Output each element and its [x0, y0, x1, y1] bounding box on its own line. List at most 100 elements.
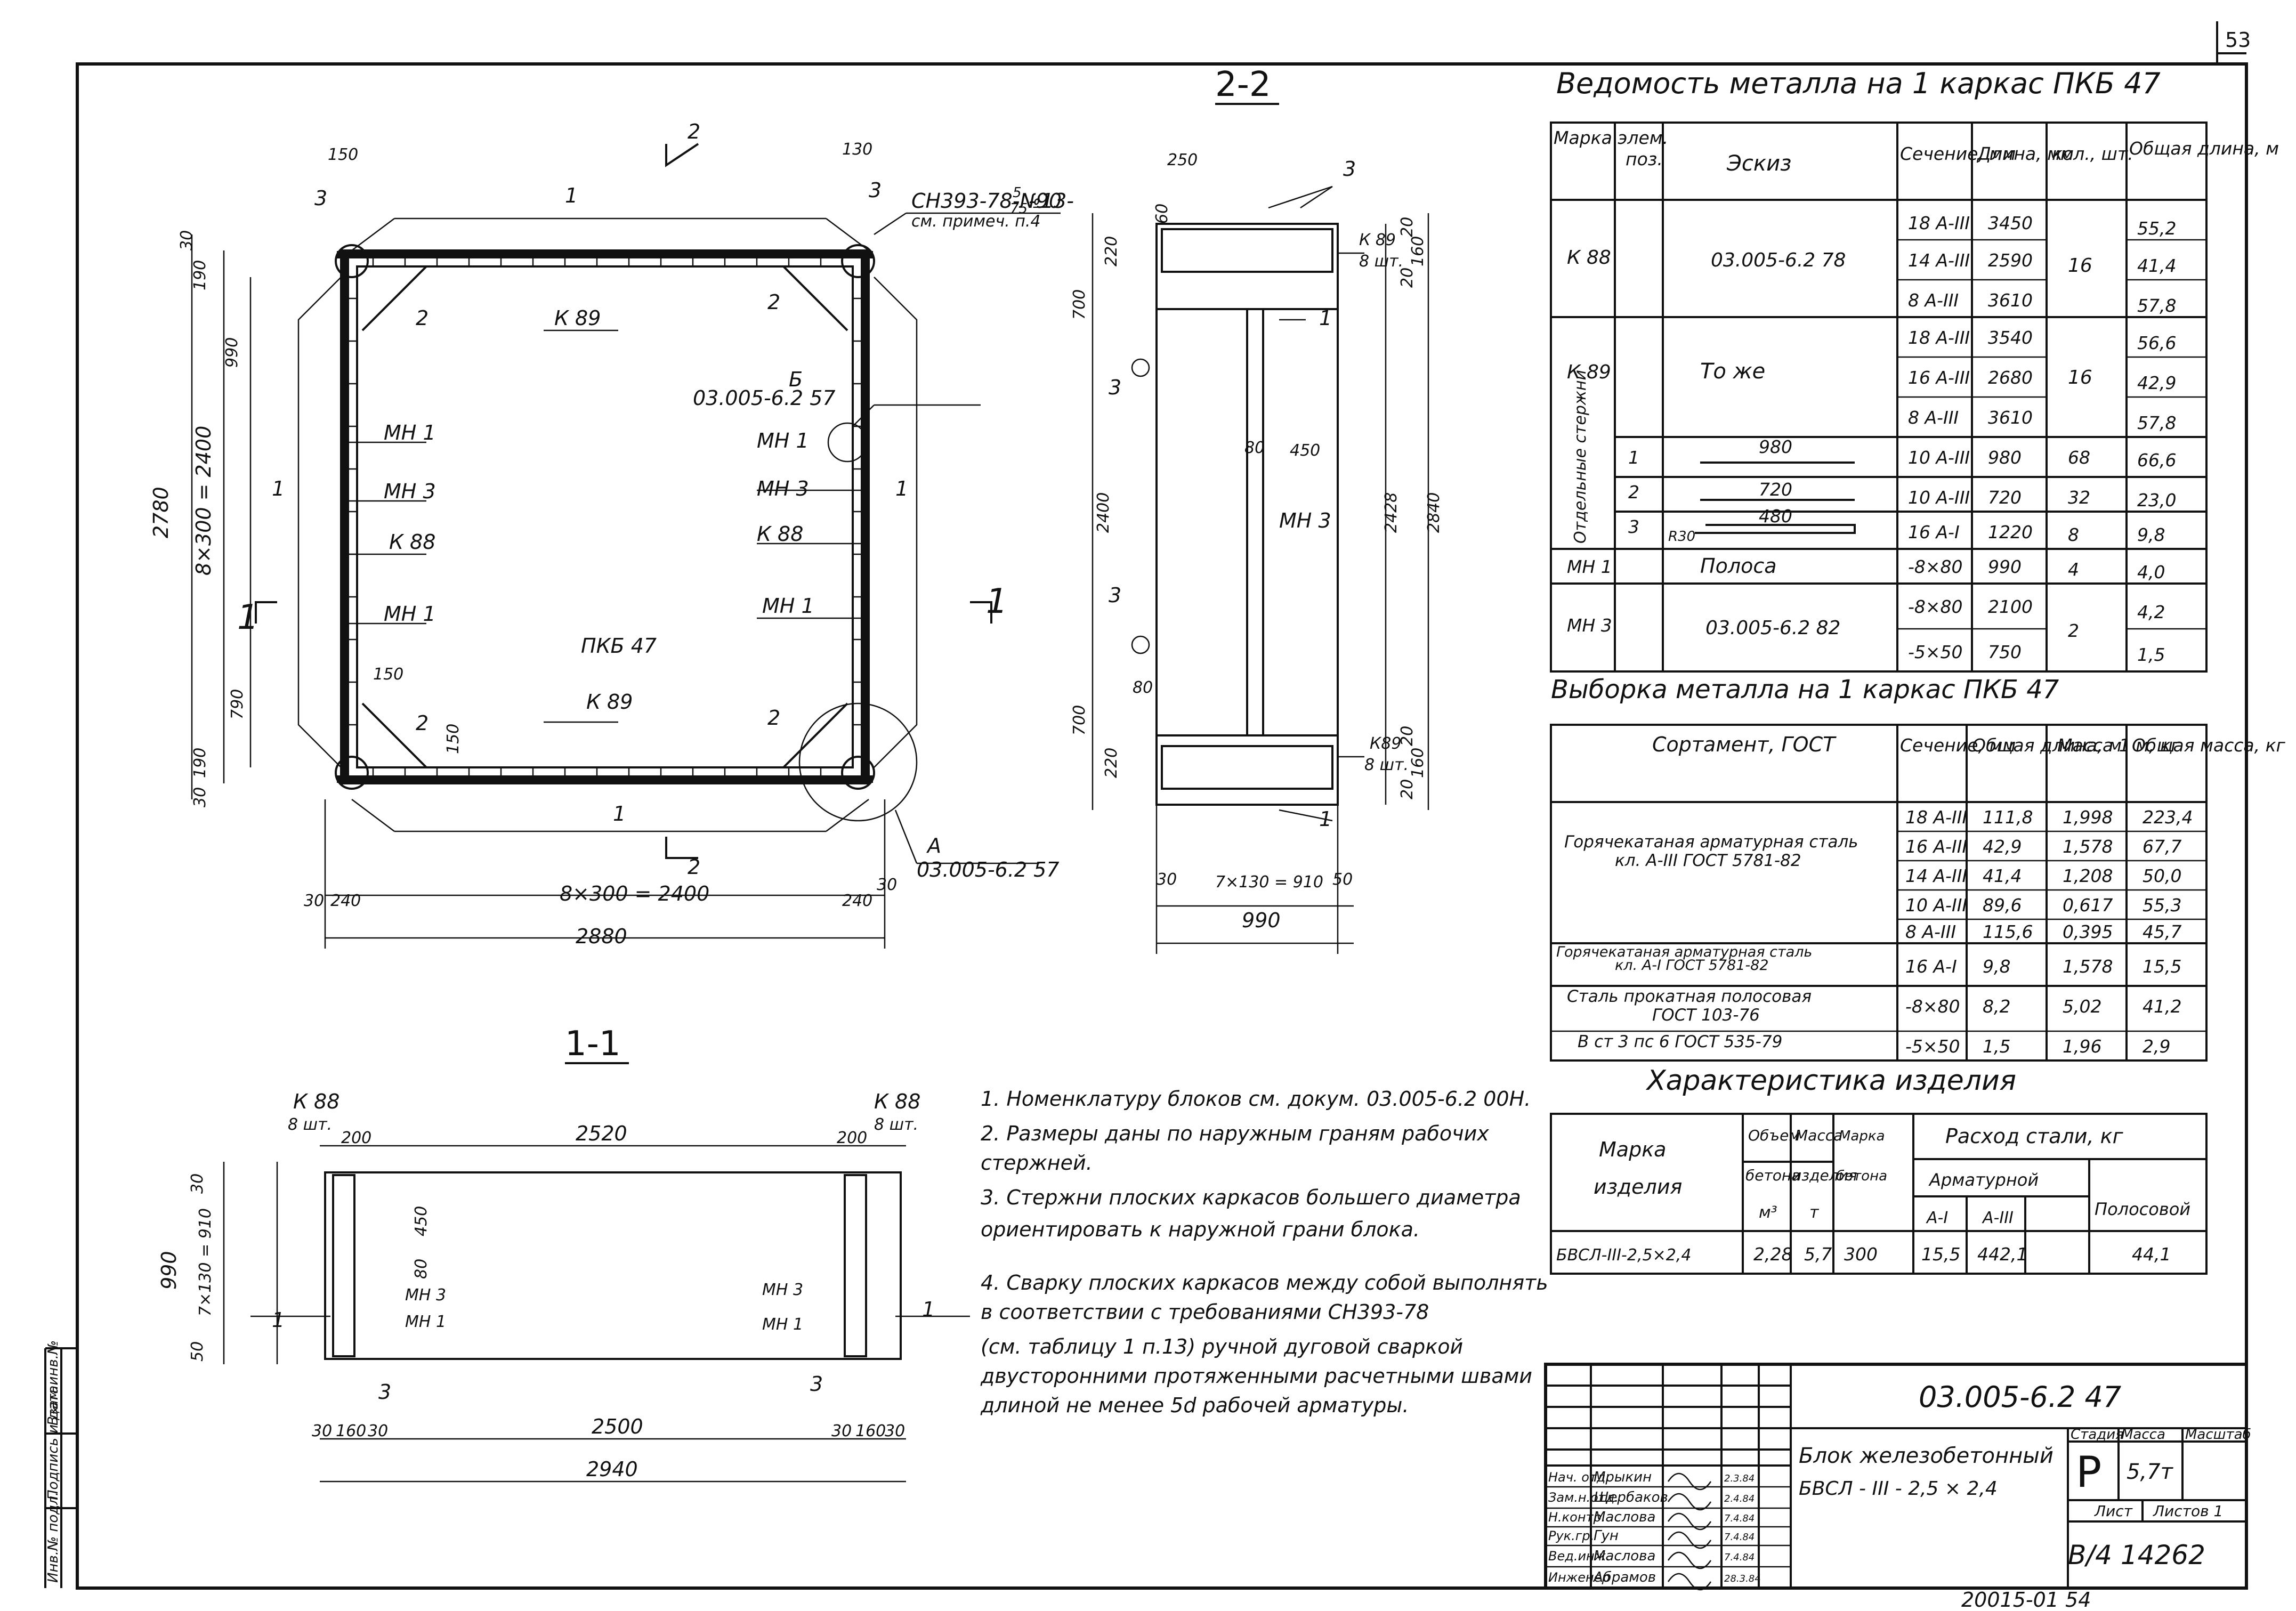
svg-text:Подпись и дата: Подпись и дата [45, 1386, 61, 1500]
svg-text:2: 2 [1628, 482, 1639, 503]
svg-text:60: 60 [1153, 204, 1171, 224]
svg-text:3: 3 [810, 1372, 823, 1396]
detail-b-letter: Б [789, 368, 803, 391]
svg-text:75: 75 [1010, 201, 1028, 217]
svg-text:поз.: поз. [1626, 149, 1663, 169]
svg-text:1: 1 [922, 1298, 935, 1321]
svg-text:1: 1 [1628, 447, 1639, 468]
svg-text:8×300 = 2400: 8×300 = 2400 [192, 426, 215, 576]
svg-text:Масса 1 м, кг: Масса 1 м, кг [2057, 735, 2180, 756]
harakteristika-table: Характеристика изделия Марка изделия Объ… [1550, 1065, 2208, 1275]
svg-text:Марка: Марка [1599, 1138, 1666, 1161]
svg-text:10 А-III: 10 А-III [1908, 447, 1970, 468]
vedomost-title: Ведомость металла на 1 каркас ПКБ 47 [1556, 67, 2161, 100]
svg-text:К 88: К 88 [874, 1090, 920, 1113]
svg-text:МН 1: МН 1 [384, 602, 436, 626]
svg-text:720: 720 [1759, 479, 1792, 500]
svg-text:То же: То же [1700, 359, 1765, 384]
svg-text:57,8: 57,8 [2137, 295, 2176, 316]
svg-text:2: 2 [416, 711, 429, 735]
svg-text:Вед.инж.: Вед.инж. [1548, 1549, 1610, 1564]
svg-text:Сталь прокатная полосовая: Сталь прокатная полосовая [1567, 987, 1812, 1006]
svg-text:Щербаков: Щербаков [1594, 1489, 1668, 1505]
svg-text:67,7: 67,7 [2143, 836, 2181, 857]
svg-text:в соответствии с требованиями: в соответствии с требованиями СН393-78 [981, 1300, 1429, 1324]
svg-text:Длина, мм: Длина, мм [1976, 143, 2074, 164]
svg-text:990: 990 [157, 1251, 181, 1290]
svg-text:4,0: 4,0 [2137, 562, 2165, 582]
section-2-2: 2-2 250 60 220 700 2400 700 220 20 160 2… [1070, 65, 1443, 954]
title-block: 03.005-6.2 47 Блок железобетонный БВСЛ -… [1544, 1363, 2251, 1591]
svg-text:Горячекатаная арматурная сталь: Горячекатаная арматурная сталь [1556, 944, 1812, 960]
svg-text:8×300 = 2400: 8×300 = 2400 [560, 882, 709, 905]
svg-text:30: 30 [831, 1422, 852, 1440]
svg-text:см. примеч. п.4: см. примеч. п.4 [911, 212, 1040, 231]
svg-text:3610: 3610 [1988, 290, 2033, 311]
svg-text:5,7т: 5,7т [2127, 1460, 2174, 1484]
svg-text:57,8: 57,8 [2137, 412, 2176, 433]
svg-text:Листов 1: Листов 1 [2153, 1502, 2223, 1520]
svg-text:1,208: 1,208 [2063, 865, 2113, 886]
svg-text:1: 1 [272, 1308, 285, 1332]
detail-b-ref: 03.005-6.2 57 [693, 386, 836, 410]
svg-text:03.005-6.2 82: 03.005-6.2 82 [1705, 617, 1840, 639]
svg-text:3450: 3450 [1988, 213, 2033, 233]
svg-text:220: 220 [1102, 748, 1121, 778]
svg-text:изделия: изделия [1792, 1167, 1857, 1184]
svg-text:41,4: 41,4 [2137, 255, 2176, 276]
svg-text:2.3.84: 2.3.84 [1724, 1473, 1755, 1484]
svg-text:Эскиз: Эскиз [1726, 151, 1791, 176]
svg-text:80: 80 [412, 1259, 431, 1279]
svg-text:К 89: К 89 [1359, 231, 1396, 249]
svg-text:480: 480 [1759, 506, 1792, 527]
svg-text:115,6: 115,6 [1983, 921, 2033, 942]
svg-text:А-III: А-III [1982, 1209, 2014, 1227]
svg-text:кл. А-I ГОСТ 5781-82: кл. А-I ГОСТ 5781-82 [1615, 957, 1769, 974]
svg-text:8 шт.: 8 шт. [1364, 756, 1409, 774]
svg-text:R30: R30 [1668, 529, 1695, 545]
svg-text:Р: Р [2076, 1447, 2101, 1497]
svg-text:990: 990 [223, 337, 241, 368]
svg-text:450: 450 [412, 1206, 431, 1236]
svg-text:3: 3 [1628, 516, 1639, 537]
svg-text:3. Стержни плоских каркасов бо: 3. Стержни плоских каркасов большего диа… [981, 1186, 1521, 1209]
svg-text:15,5: 15,5 [2143, 956, 2181, 977]
svg-text:Общая длина, м: Общая длина, м [2129, 138, 2279, 159]
svg-text:56,6: 56,6 [2137, 333, 2176, 353]
svg-text:Абрамов: Абрамов [1592, 1569, 1656, 1585]
svg-text:МН 1: МН 1 [1567, 556, 1612, 577]
svg-text:Горячекатаная арматурная сталь: Горячекатаная арматурная сталь [1564, 832, 1858, 852]
svg-text:1: 1 [1319, 807, 1332, 831]
svg-text:Объем: Объем [1748, 1127, 1800, 1144]
svg-text:14 А-III: 14 А-III [1908, 250, 1970, 271]
svg-text:1: 1 [895, 477, 908, 500]
svg-text:42,9: 42,9 [2137, 373, 2176, 393]
svg-text:МН 1: МН 1 [762, 594, 814, 618]
svg-text:2: 2 [416, 306, 429, 330]
svg-text:1220: 1220 [1988, 522, 2033, 543]
svg-text:20: 20 [1398, 268, 1417, 288]
svg-text:2: 2 [2068, 620, 2079, 641]
svg-text:кол., шт.: кол., шт. [2052, 143, 2133, 164]
svg-text:7×130 = 910: 7×130 = 910 [1215, 873, 1323, 892]
svg-text:700: 700 [1070, 289, 1089, 320]
svg-text:-8×80: -8×80 [1905, 996, 1960, 1017]
svg-text:длиной не менее 5d рабочей арм: длиной не менее 5d рабочей арматуры. [980, 1394, 1409, 1417]
svg-text:7×130 = 910: 7×130 = 910 [196, 1208, 215, 1316]
svg-text:кл. А-III ГОСТ 5781-82: кл. А-III ГОСТ 5781-82 [1615, 851, 1801, 870]
svg-text:16: 16 [2068, 255, 2092, 277]
svg-text:бетона: бетона [1836, 1168, 1887, 1184]
svg-text:30: 30 [191, 787, 209, 807]
svg-text:Полоса: Полоса [1700, 554, 1777, 578]
svg-text:БВСЛ-III-2,5×2,4: БВСЛ-III-2,5×2,4 [1556, 1246, 1691, 1265]
svg-text:4. Сварку плоских каркасов меж: 4. Сварку плоских каркасов между собой в… [981, 1271, 1548, 1294]
svg-text:ориентировать к наружной грани: ориентировать к наружной грани блока. [981, 1218, 1420, 1241]
svg-text:41,4: 41,4 [1983, 865, 2022, 886]
svg-text:Марка элем.: Марка элем. [1554, 127, 1668, 148]
svg-text:2940: 2940 [586, 1458, 638, 1481]
section-1-1: 1-1 200 2520 200 30 450 80 990 7×130 = 9… [157, 1024, 970, 1483]
svg-text:БВСЛ - III - 2,5 × 2,4: БВСЛ - III - 2,5 × 2,4 [1799, 1478, 1998, 1500]
svg-text:-90: -90 [1029, 189, 1062, 213]
svg-text:55,2: 55,2 [2137, 218, 2176, 239]
svg-text:03.005-6.2 78: 03.005-6.2 78 [1711, 249, 1846, 271]
